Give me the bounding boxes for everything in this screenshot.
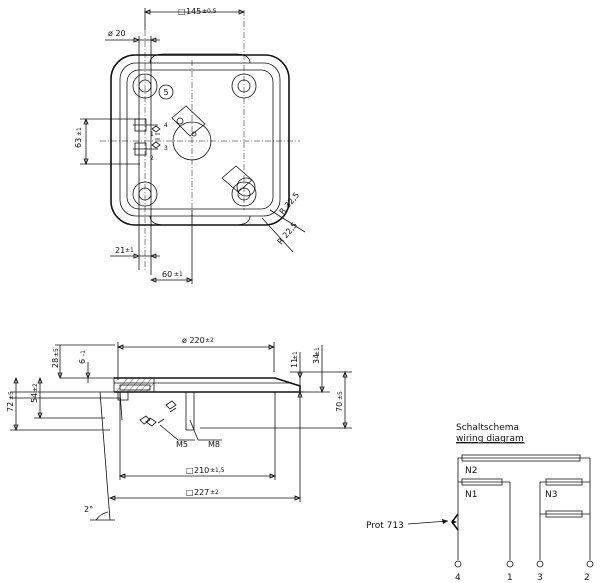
dim-70: 70 bbox=[335, 402, 344, 412]
plate-inner bbox=[119, 62, 281, 217]
dim-28-tol: ±5 bbox=[53, 348, 60, 357]
radius-inner: R 22,5 bbox=[276, 221, 300, 247]
dim-34-tol: ±1 bbox=[314, 347, 321, 356]
dim-diameter: ø 220 bbox=[182, 336, 205, 345]
terminal-label-4: 4 bbox=[455, 573, 461, 583]
dim-angle: 2° bbox=[84, 505, 93, 514]
heater-n3 bbox=[545, 478, 583, 486]
screw-m5: M5 bbox=[176, 440, 188, 449]
dim-hole: ø 20 bbox=[108, 29, 126, 38]
terminal-3 bbox=[536, 560, 544, 568]
dim-227-tol: ±2 bbox=[210, 489, 219, 496]
dim-width-sym: □ bbox=[178, 7, 186, 16]
terminal-label-w3: 3 bbox=[537, 573, 543, 583]
terminal-label-1: 1 bbox=[150, 131, 154, 138]
heater-n2 bbox=[461, 454, 581, 462]
terminal-4 bbox=[454, 560, 462, 568]
label-protector: Prot 713 bbox=[366, 521, 404, 531]
dim-54-tol: ±2 bbox=[32, 383, 39, 392]
heater-n1 bbox=[461, 478, 503, 486]
terminal-label-w2: 2 bbox=[584, 573, 590, 583]
dim-34: 34 bbox=[312, 354, 321, 364]
dim-210: 210 bbox=[194, 466, 209, 475]
dim-11: 11 bbox=[290, 358, 299, 368]
center-disc bbox=[172, 121, 212, 161]
label-n1: N1 bbox=[465, 490, 477, 500]
wiring-title: Schaltschema bbox=[456, 423, 519, 433]
dim-54: 54 bbox=[30, 393, 39, 403]
dim-offset: 60 bbox=[162, 270, 172, 279]
dim-28: 28 bbox=[51, 358, 60, 368]
terminal-block bbox=[133, 118, 161, 156]
label-n3: N3 bbox=[545, 490, 557, 500]
circle-marker bbox=[158, 84, 174, 100]
wiring-diagram: Schaltschema wiring diagram N2 N1 N3 Pro… bbox=[366, 423, 594, 583]
dim-offset-tol: ±1 bbox=[174, 271, 183, 278]
dim-210-tol: ±1,5 bbox=[210, 467, 225, 474]
dim-width-tol: ±0,5 bbox=[202, 8, 217, 15]
dim-diameter-tol: ±2 bbox=[205, 337, 214, 344]
terminal-label-3: 3 bbox=[164, 145, 168, 152]
dim-left: 21 bbox=[115, 246, 125, 255]
side-view: ø 220 ±2 M5 M8 bbox=[6, 336, 352, 521]
dim-72: 72 bbox=[6, 402, 15, 412]
dim-height: 63 bbox=[74, 138, 83, 148]
terminal-2 bbox=[586, 560, 594, 568]
terminal-label-4: 4 bbox=[164, 122, 168, 129]
protector-box bbox=[221, 165, 256, 197]
plate-inner-2 bbox=[126, 69, 274, 210]
dim-height-tol: ±1 bbox=[76, 127, 83, 136]
circle-marker-label: 5 bbox=[163, 88, 168, 97]
terminal-1 bbox=[506, 560, 514, 568]
screw-m8: M8 bbox=[208, 440, 220, 449]
dim-11-tol: ±1 bbox=[292, 351, 299, 360]
dim-left-tol: ±1 bbox=[125, 247, 134, 254]
top-view: 5 1 2 3 4 □ 145 ±0,5 ø 20 bbox=[74, 7, 306, 284]
wiring-subtitle: wiring diagram bbox=[456, 434, 524, 444]
dim-6: 6 bbox=[78, 359, 87, 364]
dim-72-tol: ±5 bbox=[8, 391, 15, 400]
dim-6-tol: -1 bbox=[80, 350, 87, 356]
terminal-label-2: 2 bbox=[150, 155, 154, 162]
terminal-label-w1: 1 bbox=[507, 573, 513, 583]
plate-outer bbox=[110, 54, 290, 226]
label-n2: N2 bbox=[465, 466, 477, 476]
dim-227-sym: □ bbox=[186, 488, 194, 497]
dim-210-sym: □ bbox=[186, 466, 194, 475]
dim-227: 227 bbox=[194, 488, 209, 497]
dim-width: 145 bbox=[186, 7, 201, 16]
dim-70-tol: ±5 bbox=[337, 391, 344, 400]
